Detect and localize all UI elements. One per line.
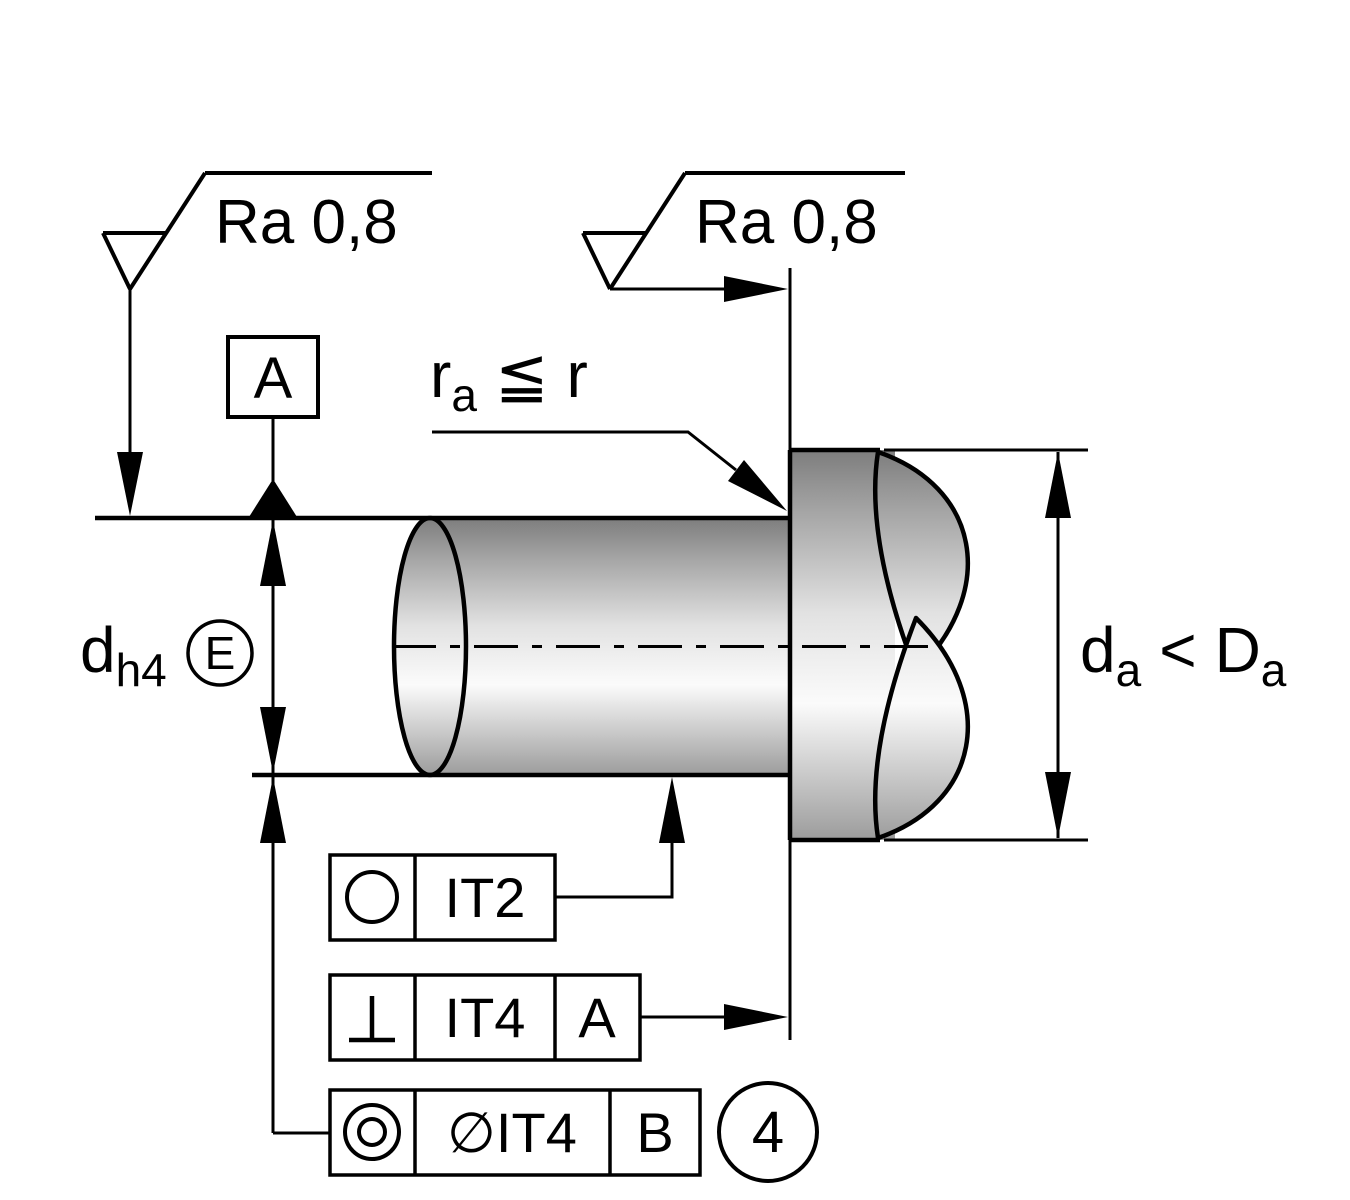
fillet-radius-note: ra≦r [430, 339, 787, 511]
arrow-up-icon [260, 777, 286, 843]
surface-finish-left: Ra 0,8 [101, 171, 432, 516]
fillet-note-text: ra≦r [430, 339, 588, 421]
da-sub2: a [1261, 644, 1287, 696]
roughness-leg-right [608, 171, 687, 291]
arrow-right-icon [724, 276, 788, 302]
concentricity-tolerance: ∅IT4 [447, 1101, 577, 1164]
perpendicularity-tolerance: IT4 [445, 986, 526, 1049]
datum-triangle-icon [249, 479, 297, 517]
fcf-concentricity-frame [328, 1088, 702, 1177]
circularity-tolerance: IT2 [445, 866, 526, 929]
contour-lines [95, 268, 792, 1040]
envelope-circle-icon [186, 619, 254, 687]
fillet-base: r [430, 339, 451, 411]
arrow-up-icon [659, 777, 685, 843]
arrow-up-icon [1045, 452, 1071, 518]
fillet-reference: r [567, 339, 588, 411]
arrow-down-icon [260, 707, 286, 773]
surface-finish-right: Ra 0,8 [581, 171, 905, 302]
flange-curved-contour-lower [872, 615, 971, 841]
datum-feature-a: A [226, 335, 320, 517]
arrow-down-icon [117, 452, 143, 516]
roughness-value-left: Ra 0,8 [215, 188, 398, 257]
fcf-circularity-frame [328, 853, 557, 942]
roughness-triangle-right [581, 231, 646, 290]
perpendicularity-icon [349, 996, 395, 1043]
arrow-down-icon [1045, 772, 1071, 838]
da-relation: < [1159, 614, 1196, 686]
concentricity-icon-inner [357, 1117, 387, 1147]
fillet-subscript: a [451, 369, 477, 421]
note-balloon-number: 4 [752, 1100, 784, 1165]
fcf-concentricity: ∅IT4 B 4 [328, 1081, 819, 1183]
circularity-leader [555, 842, 674, 899]
datum-a-label: A [254, 346, 293, 411]
da-sub1: a [1116, 644, 1142, 696]
roughness-triangle-left [101, 231, 166, 290]
fcf-perpendicularity: IT4 A [328, 973, 788, 1062]
perpendicularity-datum: A [578, 986, 616, 1049]
fillet-relation: ≦ [495, 339, 549, 411]
note-balloon-circle [717, 1081, 819, 1183]
fillet-leader [432, 430, 737, 472]
arrow-right-icon [724, 1004, 788, 1030]
roughness-value-right: Ra 0,8 [695, 188, 878, 257]
dh4-label: dh4 [80, 614, 167, 696]
arrow-diagonal-icon [728, 460, 787, 511]
da-label: da<Da [1080, 614, 1287, 696]
dimension-dh4: dh4 E [80, 520, 286, 773]
concentricity-leader [260, 777, 330, 1135]
fcf-circularity: IT2 [328, 777, 685, 942]
da-base1: d [1080, 614, 1116, 686]
dimension-da: da<Da [884, 448, 1287, 842]
concentricity-icon [343, 1103, 401, 1161]
arrow-up-icon [260, 520, 286, 586]
envelope-letter: E [205, 627, 236, 679]
roughness-leg-left [128, 171, 207, 291]
dh4-subscript: h4 [116, 644, 167, 696]
circularity-icon [345, 870, 399, 924]
dh4-base: d [80, 614, 116, 686]
da-base2: D [1215, 614, 1261, 686]
concentricity-datum: B [636, 1101, 673, 1164]
